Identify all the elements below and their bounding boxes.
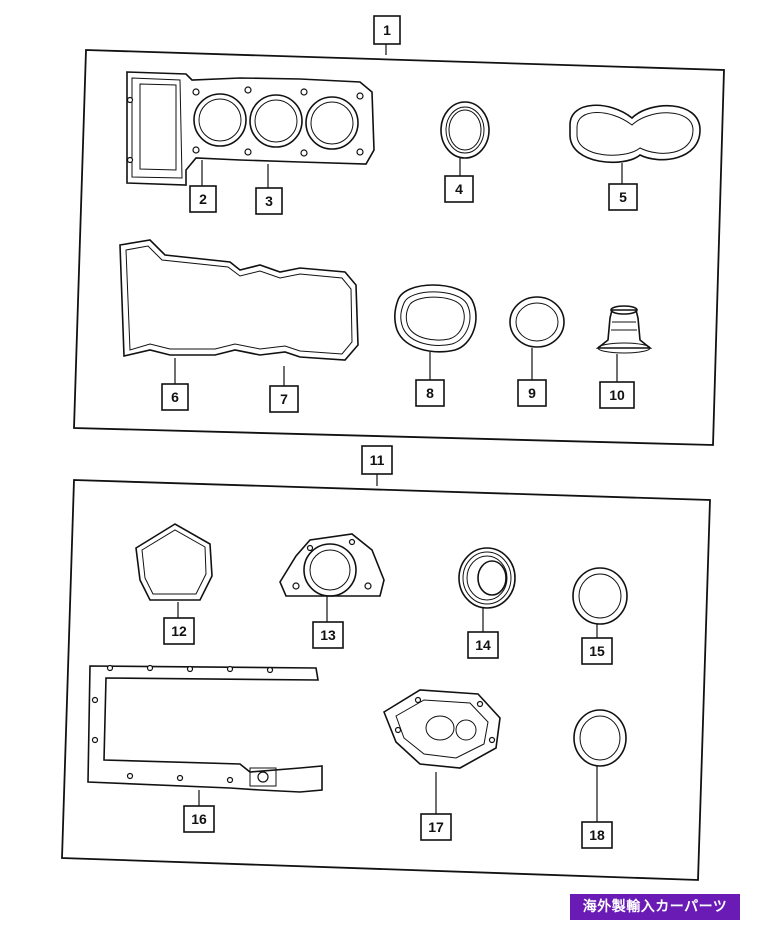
svg-text:16: 16	[191, 811, 207, 827]
rear-main-seal-13	[279, 533, 385, 597]
svg-text:6: 6	[171, 389, 179, 405]
callout-2: 2	[189, 185, 217, 213]
oil-pan-gasket-16	[87, 664, 323, 793]
figure-eight-gasket-5	[569, 104, 701, 164]
callout-10: 10	[599, 381, 635, 409]
svg-text:8: 8	[426, 385, 434, 401]
callout-16: 16	[183, 805, 215, 833]
callout-5: 5	[608, 183, 638, 211]
lower-kit-panel	[61, 479, 711, 881]
svg-text:10: 10	[609, 387, 625, 403]
callout-8: 8	[415, 379, 445, 407]
callout-7: 7	[269, 385, 299, 413]
callout-4: 4	[444, 175, 474, 203]
callout-6: 6	[161, 383, 189, 411]
svg-text:12: 12	[171, 623, 187, 639]
callout-12: 12	[163, 617, 195, 645]
svg-text:17: 17	[428, 819, 444, 835]
svg-text:13: 13	[320, 627, 336, 643]
svg-text:2: 2	[199, 191, 207, 207]
callout-18: 18	[581, 821, 613, 849]
callout-14: 14	[467, 631, 499, 659]
callout-1: 1	[373, 15, 401, 45]
svg-text:15: 15	[589, 643, 605, 659]
o-ring-9	[509, 296, 565, 348]
callout-11: 11	[361, 445, 393, 475]
seal-ring-4	[440, 101, 490, 159]
callout-9: 9	[517, 379, 547, 407]
cylinder-head-gasket	[126, 71, 375, 186]
callout-15: 15	[581, 637, 613, 665]
upper-kit-panel	[73, 49, 725, 446]
svg-text:11: 11	[370, 452, 385, 468]
svg-text:9: 9	[528, 385, 536, 401]
svg-text:1: 1	[383, 22, 391, 38]
svg-text:3: 3	[265, 193, 273, 209]
valve-cover-gasket	[119, 239, 359, 361]
callout-3: 3	[255, 187, 283, 215]
timing-cover-gasket-12	[135, 523, 213, 601]
callout-13: 13	[312, 621, 344, 649]
svg-text:4: 4	[455, 181, 463, 197]
water-pump-gasket-17	[383, 689, 501, 769]
svg-text:14: 14	[475, 637, 491, 653]
o-ring-15	[572, 567, 628, 625]
valve-stem-seal-10	[595, 305, 653, 354]
oval-gasket-8	[393, 284, 477, 353]
watermark-banner: 海外製輸入カーパーツ	[570, 894, 740, 920]
svg-text:18: 18	[589, 827, 605, 843]
svg-text:7: 7	[280, 391, 288, 407]
crankshaft-seal-14	[458, 547, 516, 609]
svg-text:5: 5	[619, 189, 627, 205]
o-ring-18	[573, 709, 627, 767]
callout-17: 17	[420, 813, 452, 841]
